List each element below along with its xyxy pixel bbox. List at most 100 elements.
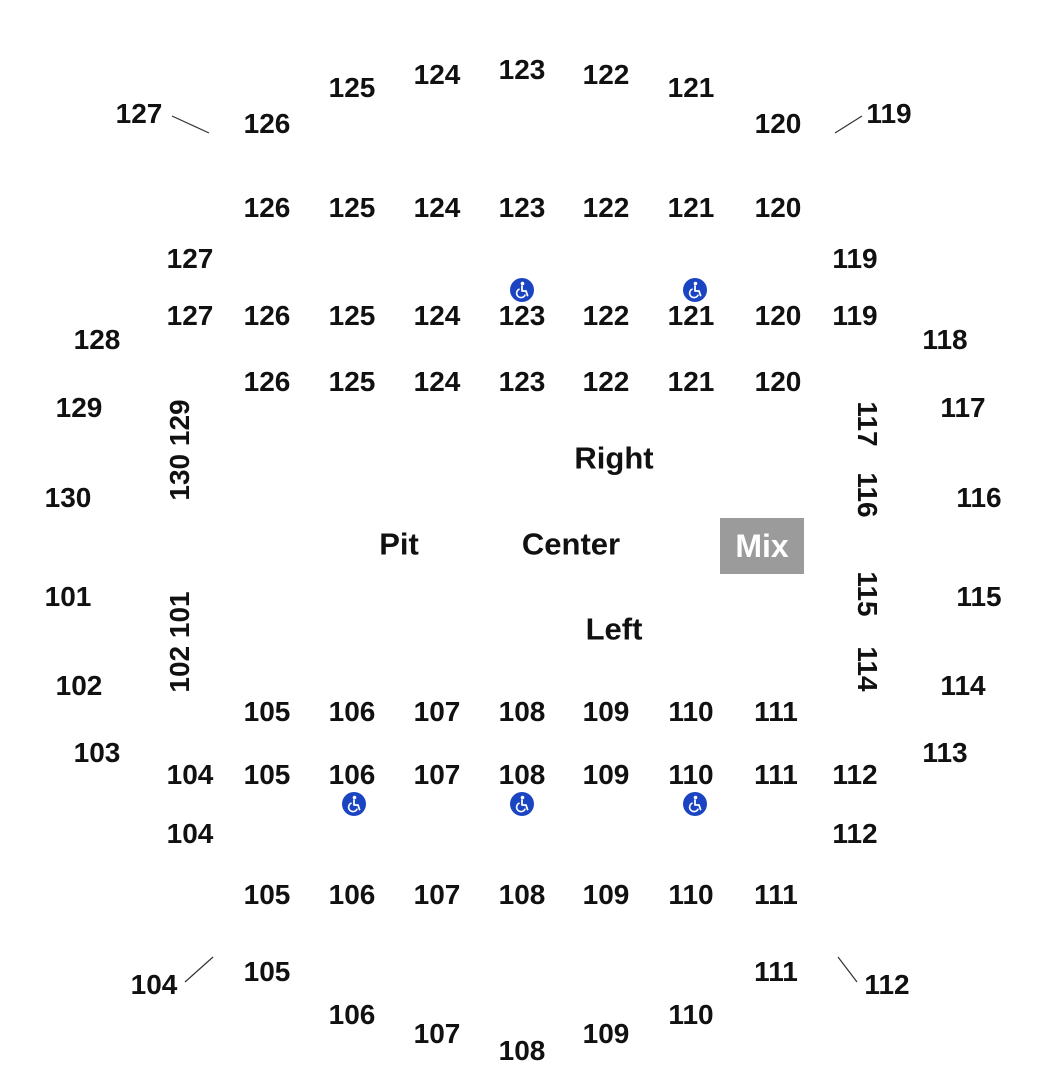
section-110[interactable]: 110 — [668, 759, 714, 790]
section-123[interactable]: 123 — [498, 366, 546, 397]
section-120[interactable]: 120 — [754, 366, 802, 397]
wheelchair-icon — [342, 792, 366, 816]
section-109[interactable]: 109 — [582, 696, 630, 727]
section-126[interactable]: 126 — [243, 300, 291, 331]
section-107[interactable]: 107 — [413, 696, 461, 727]
section-106[interactable]: 106 — [328, 759, 376, 790]
zone-right[interactable]: Right — [574, 440, 654, 476]
section-111[interactable]: 111 — [754, 759, 798, 790]
section-107[interactable]: 107 — [413, 1018, 461, 1049]
section-121[interactable]: 121 — [667, 192, 715, 223]
section-114[interactable]: 114 — [940, 670, 986, 701]
section-126[interactable]: 126 — [243, 192, 291, 223]
section-103[interactable]: 103 — [73, 737, 121, 768]
leader-line-112 — [837, 956, 858, 983]
section-122[interactable]: 122 — [582, 300, 630, 331]
section-125[interactable]: 125 — [328, 366, 376, 397]
section-108[interactable]: 108 — [498, 1035, 546, 1066]
wheelchair-icon — [510, 792, 534, 816]
zone-left[interactable]: Left — [585, 611, 643, 647]
section-126[interactable]: 126 — [243, 366, 291, 397]
section-114-vertical[interactable]: 114 — [852, 646, 883, 692]
section-123[interactable]: 123 — [498, 54, 546, 85]
section-115-vertical[interactable]: 115 — [852, 571, 883, 617]
section-115[interactable]: 115 — [956, 581, 1002, 612]
section-124[interactable]: 124 — [413, 300, 461, 331]
section-107[interactable]: 107 — [413, 759, 461, 790]
section-121[interactable]: 121 — [667, 72, 715, 103]
section-111[interactable]: 111 — [754, 956, 798, 987]
section-108[interactable]: 108 — [498, 759, 546, 790]
zone-pit[interactable]: Pit — [379, 526, 419, 562]
section-117[interactable]: 117 — [940, 392, 986, 423]
section-125[interactable]: 125 — [328, 72, 376, 103]
section-130[interactable]: 130 — [44, 482, 92, 513]
section-106[interactable]: 106 — [328, 999, 376, 1030]
section-118[interactable]: 118 — [922, 324, 968, 355]
section-123[interactable]: 123 — [498, 192, 546, 223]
section-113[interactable]: 113 — [922, 737, 968, 768]
section-108[interactable]: 108 — [498, 879, 546, 910]
leader-line-127 — [171, 115, 210, 134]
section-102-101-vertical[interactable]: 102 101 — [164, 591, 195, 693]
section-112[interactable]: 112 — [832, 759, 878, 790]
section-127[interactable]: 127 — [166, 243, 214, 274]
section-116-vertical[interactable]: 116 — [852, 472, 883, 518]
section-104[interactable]: 104 — [166, 759, 214, 790]
section-104[interactable]: 104 — [130, 969, 178, 1000]
section-125[interactable]: 125 — [328, 192, 376, 223]
leader-line-104 — [184, 956, 214, 983]
section-105[interactable]: 105 — [243, 759, 291, 790]
section-119[interactable]: 119 — [832, 300, 878, 331]
zone-center[interactable]: Center — [521, 526, 621, 562]
section-117-vertical[interactable]: 117 — [852, 401, 883, 447]
section-121[interactable]: 121 — [667, 300, 715, 331]
wheelchair-icon — [683, 792, 707, 816]
section-109[interactable]: 109 — [582, 879, 630, 910]
section-119[interactable]: 119 — [832, 243, 878, 274]
section-104[interactable]: 104 — [166, 818, 214, 849]
section-107[interactable]: 107 — [413, 879, 461, 910]
section-122[interactable]: 122 — [582, 59, 630, 90]
section-122[interactable]: 122 — [582, 366, 630, 397]
section-125[interactable]: 125 — [328, 300, 376, 331]
section-111[interactable]: 111 — [754, 696, 798, 727]
section-119[interactable]: 119 — [866, 98, 912, 129]
section-124[interactable]: 124 — [413, 192, 461, 223]
section-106[interactable]: 106 — [328, 879, 376, 910]
section-102[interactable]: 102 — [55, 670, 103, 701]
section-116[interactable]: 116 — [956, 482, 1002, 513]
wheelchair-icon — [510, 278, 534, 302]
section-106[interactable]: 106 — [328, 696, 376, 727]
section-110[interactable]: 110 — [668, 999, 714, 1030]
section-120[interactable]: 120 — [754, 300, 802, 331]
section-110[interactable]: 110 — [668, 879, 714, 910]
section-127[interactable]: 127 — [115, 98, 163, 129]
section-112[interactable]: 112 — [864, 969, 910, 1000]
section-111[interactable]: 111 — [754, 879, 798, 910]
section-112[interactable]: 112 — [832, 818, 878, 849]
section-105[interactable]: 105 — [243, 696, 291, 727]
section-120[interactable]: 120 — [754, 108, 802, 139]
section-120[interactable]: 120 — [754, 192, 802, 223]
mix-position: Mix — [720, 518, 804, 574]
section-126[interactable]: 126 — [243, 108, 291, 139]
section-105[interactable]: 105 — [243, 879, 291, 910]
section-105[interactable]: 105 — [243, 956, 291, 987]
section-124[interactable]: 124 — [413, 59, 461, 90]
section-110[interactable]: 110 — [668, 696, 714, 727]
section-108[interactable]: 108 — [498, 696, 546, 727]
section-121[interactable]: 121 — [667, 366, 715, 397]
section-128[interactable]: 128 — [73, 324, 121, 355]
section-109[interactable]: 109 — [582, 1018, 630, 1049]
section-122[interactable]: 122 — [582, 192, 630, 223]
section-129[interactable]: 129 — [55, 392, 103, 423]
section-130-129-vertical[interactable]: 130 129 — [164, 399, 195, 501]
section-101[interactable]: 101 — [44, 581, 92, 612]
wheelchair-icon — [683, 278, 707, 302]
section-109[interactable]: 109 — [582, 759, 630, 790]
section-123[interactable]: 123 — [498, 300, 546, 331]
section-124[interactable]: 124 — [413, 366, 461, 397]
section-127[interactable]: 127 — [166, 300, 214, 331]
